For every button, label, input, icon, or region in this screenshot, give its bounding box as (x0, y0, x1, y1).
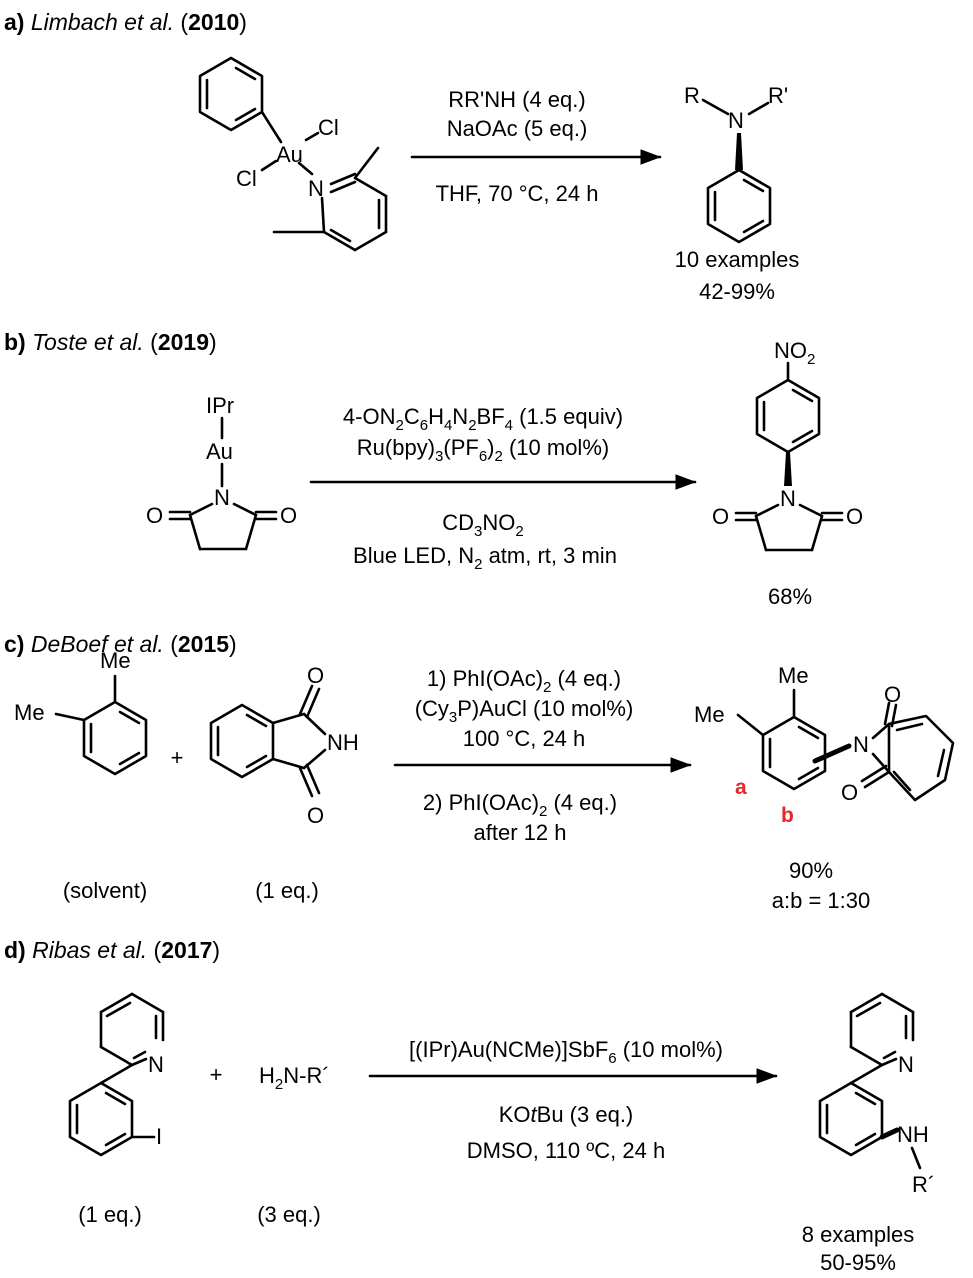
condition-gold-catalyst: (Cy3P)AuCl (10 mol%) (415, 696, 634, 726)
product-imide-nitrogen: N (853, 732, 869, 757)
imide-nh: NH (327, 730, 359, 755)
panel-b-product: NO2 N O O (712, 338, 863, 552)
nitro-group: NO2 (774, 338, 815, 368)
condition-solvent-b: CD3NO2 (442, 510, 523, 540)
carbonyl-oxygen-1: O (146, 503, 163, 528)
product-methyl-2: Me (694, 702, 725, 727)
panel-c-reactant-toluene: Me Me (14, 648, 148, 776)
panel-d-reactant-iodo: N I (68, 992, 165, 1157)
product-phthalimide-oxygen-1: O (884, 682, 901, 707)
regio-label-a: a (735, 776, 747, 799)
panel-c-product: Me Me N O O a b (694, 663, 955, 827)
panel-a-heading: a) Limbach et al. (2010) (4, 9, 247, 35)
condition-solvent-d: DMSO, 110 ºC, 24 h (467, 1138, 665, 1163)
result-yield-c: 90% (789, 858, 833, 883)
pyridine-nitrogen-d: N (148, 1052, 164, 1077)
pyridine-nitrogen: N (308, 176, 324, 201)
condition-photocatalyst: Ru(bpy)3(PF6)2 (10 mol%) (357, 435, 609, 465)
condition-diazonium: 4-ON2C6H4N2BF4 (1.5 equiv) (343, 404, 623, 434)
condition-base-d: KOtBu (3 eq.) (499, 1102, 634, 1127)
panel-d-product: N NH R´ (818, 992, 935, 1197)
product-phthalimide-oxygen-2: O (841, 780, 858, 805)
condition-oxidant-1: 1) PhI(OAc)2 (4 eq.) (427, 666, 621, 696)
amine-nitrogen: N (728, 108, 744, 133)
gold-atom-b: Au (206, 439, 233, 464)
note-solvent: (solvent) (63, 878, 147, 903)
panel-b-heading: b) Toste et al. (2019) (4, 329, 217, 355)
condition-temp-c: 100 °C, 24 h (463, 726, 586, 751)
condition-oxidant-2: 2) PhI(OAc)2 (4 eq.) (423, 790, 617, 820)
chloride-1: Cl (318, 115, 339, 140)
condition-light: Blue LED, N2 atm, rt, 3 min (353, 543, 617, 573)
regio-label-b: b (781, 804, 794, 827)
condition-base: NaOAc (5 eq.) (447, 116, 588, 141)
note-equiv-c: (1 eq.) (255, 878, 319, 903)
condition-time-c: after 12 h (474, 820, 567, 845)
iodine-atom: I (156, 1124, 162, 1149)
panel-b: b) Toste et al. (2019) IPr Au N O O 4-ON… (4, 329, 863, 609)
condition-amine: RR'NH (4 eq.) (448, 87, 585, 112)
ipr-ligand: IPr (206, 393, 234, 418)
panel-a-reactant: Au Cl Cl N (198, 56, 388, 252)
succinimide-nitrogen: N (214, 485, 230, 510)
result-yield-d: 50-95% (820, 1250, 896, 1275)
product-pyridine-nitrogen: N (898, 1052, 914, 1077)
methyl-1: Me (100, 648, 131, 673)
result-yield: 42-99% (699, 279, 775, 304)
substituent-r-prime: R' (768, 83, 788, 108)
condition-solvent-temp: THF, 70 °C, 24 h (436, 181, 599, 206)
product-oxygen-1: O (712, 504, 729, 529)
plus-sign-c: + (171, 745, 184, 770)
note-equiv-d2: (3 eq.) (257, 1202, 321, 1227)
phthalimide-oxygen-1: O (307, 663, 324, 688)
product-methyl-1: Me (778, 663, 809, 688)
panel-b-reactant: IPr Au N O O (146, 393, 297, 551)
product-oxygen-2: O (846, 504, 863, 529)
phthalimide-oxygen-2: O (307, 803, 324, 828)
chloride-2: Cl (236, 166, 257, 191)
product-r-prime: R´ (912, 1172, 935, 1197)
panel-c: c) DeBoef et al. (2015) Me Me (solvent) … (4, 631, 955, 913)
amine-reagent: H2N-R´ (259, 1063, 330, 1093)
result-yield-b: 68% (768, 584, 812, 609)
panel-d: d) Ribas et al. (2017) N I (1 eq.) + H2 (4, 937, 935, 1275)
plus-sign-d: + (210, 1062, 223, 1087)
result-examples-d: 8 examples (802, 1222, 915, 1247)
carbonyl-oxygen-2: O (280, 503, 297, 528)
substituent-r: R (684, 83, 700, 108)
panel-c-reactant-phthalimide: O O NH (209, 663, 359, 828)
result-ratio: a:b = 1:30 (772, 888, 870, 913)
panel-a: a) Limbach et al. (2010) Au Cl Cl N (4, 9, 799, 304)
note-equiv-d1: (1 eq.) (78, 1202, 142, 1227)
result-examples: 10 examples (675, 247, 800, 272)
panel-c-heading: c) DeBoef et al. (2015) (4, 631, 237, 657)
product-nh: NH (897, 1122, 929, 1147)
imide-nitrogen: N (780, 486, 796, 511)
panel-a-product: R N R' (684, 83, 788, 244)
condition-gold-catalyst-d: [(IPr)Au(NCMe)]SbF6 (10 mol%) (409, 1037, 723, 1067)
methyl-2: Me (14, 700, 45, 725)
panel-d-heading: d) Ribas et al. (2017) (4, 937, 220, 963)
